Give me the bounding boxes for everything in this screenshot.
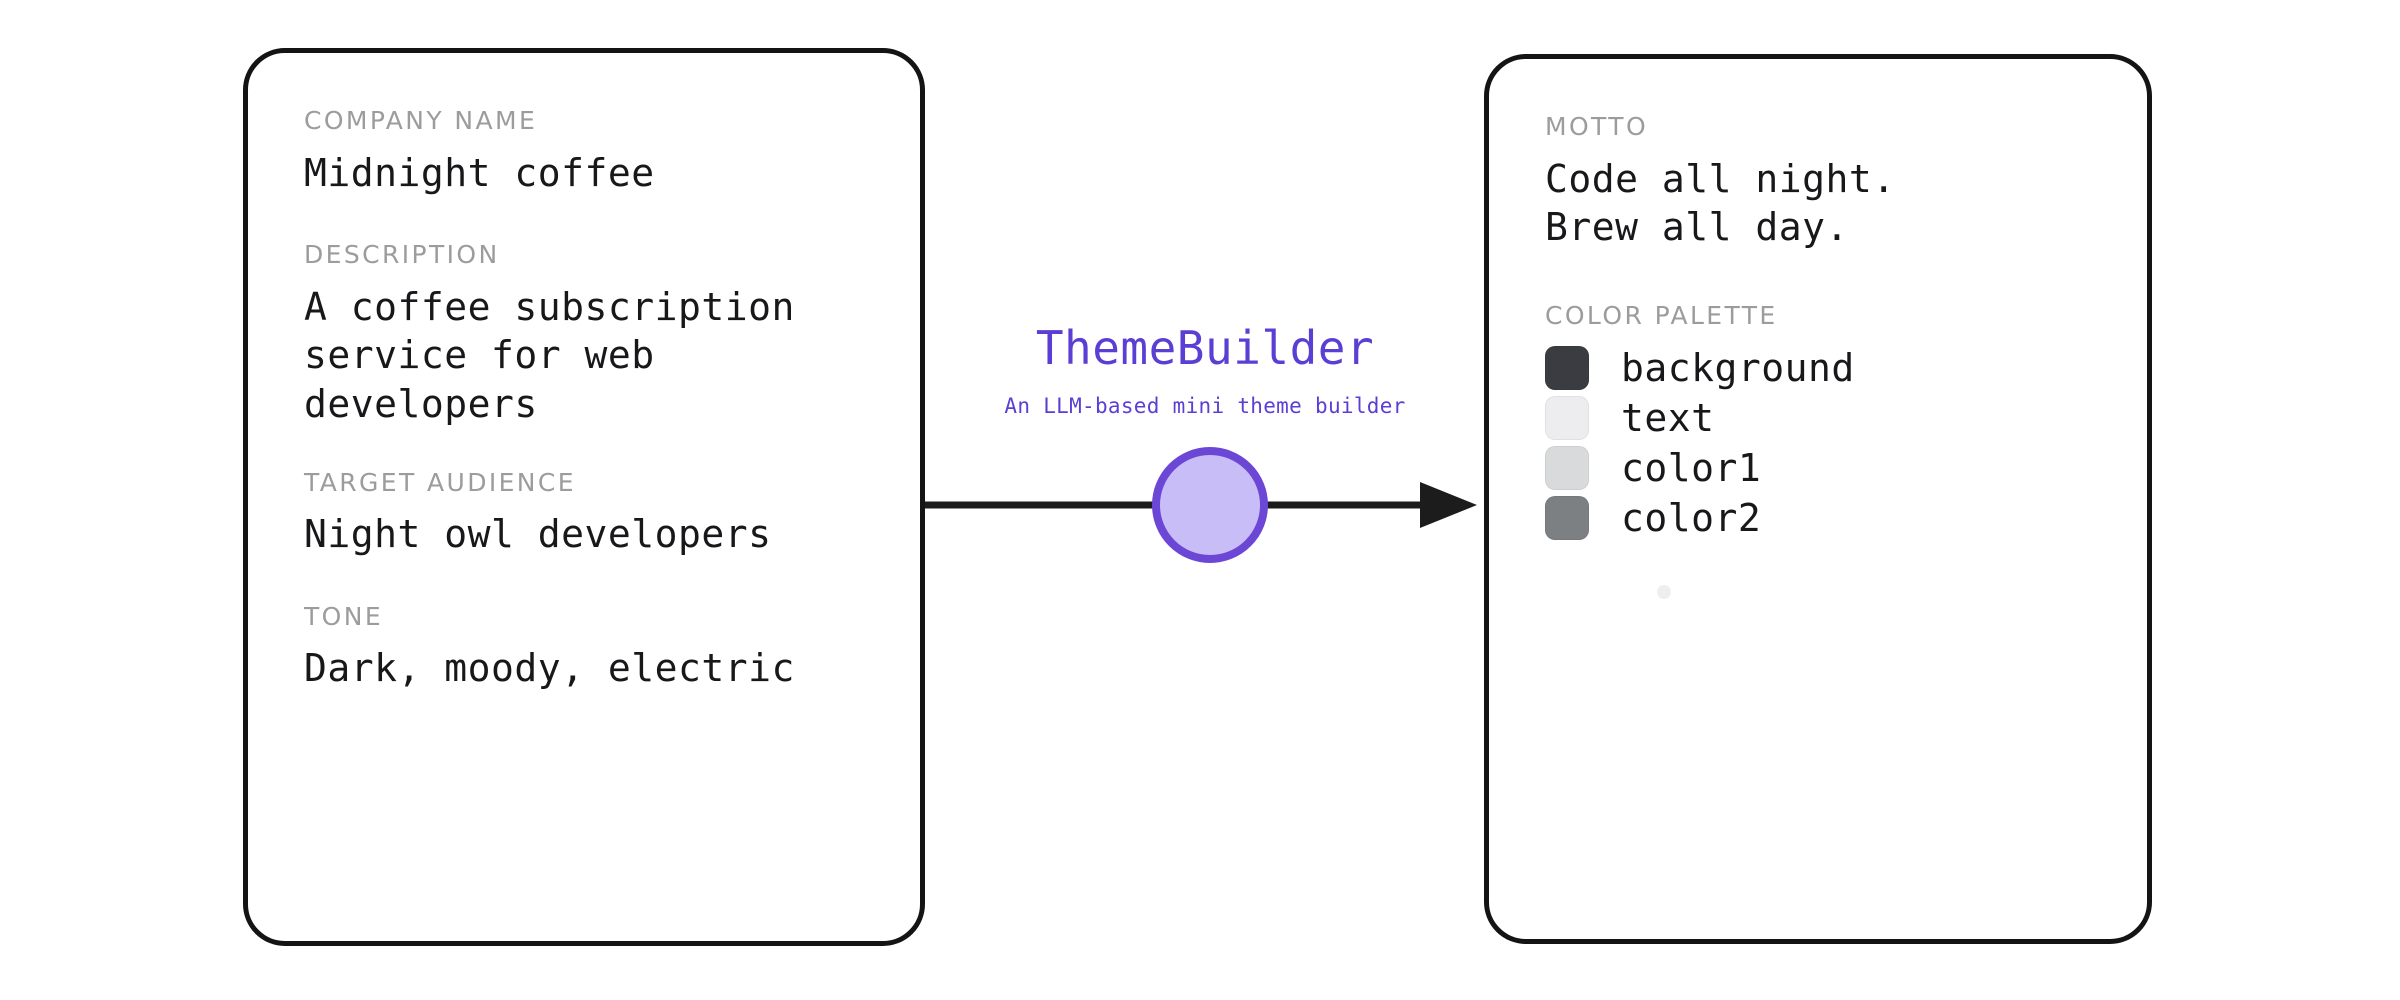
field-value-motto: Code all night. Brew all day. [1545, 156, 1896, 250]
field-description: DESCRIPTION A coffee subscription servic… [304, 241, 864, 428]
field-motto: MOTTO Code all night. Brew all day. [1545, 113, 2091, 252]
field-target-audience: TARGET AUDIENCE Night owl developers [304, 467, 864, 559]
pipeline-node-circle[interactable] [1152, 447, 1268, 563]
color-swatch-label: color2 [1621, 496, 1762, 541]
color-swatch-label: text [1621, 396, 1715, 441]
color-swatch-label: background [1621, 346, 1855, 391]
field-value-description: A coffee subscription service for web de… [304, 284, 795, 426]
field-company-name: COMPANY NAME Midnight coffee [304, 107, 864, 197]
color-palette-list: background text color1 color2 [1545, 343, 2091, 543]
input-brief-card: COMPANY NAME Midnight coffee DESCRIPTION… [243, 48, 925, 946]
field-value-target-audience: Night owl developers [304, 512, 772, 556]
output-card-content: MOTTO Code all night. Brew all day. COLO… [1489, 59, 2147, 939]
palette-row[interactable]: color1 [1545, 443, 2091, 493]
app-title: ThemeBuilder [1035, 321, 1375, 375]
palette-row[interactable]: background [1545, 343, 2091, 393]
field-tone: TONE Dark, moody, electric [304, 603, 864, 693]
color-swatch-color2[interactable] [1545, 496, 1589, 541]
field-label-company-name: COMPANY NAME [304, 106, 538, 135]
field-label-tone: TONE [304, 601, 384, 631]
palette-row[interactable]: color2 [1545, 493, 2091, 543]
color-swatch-text[interactable] [1545, 396, 1589, 441]
app-subtitle: An LLM-based mini theme builder [1004, 394, 1406, 418]
color-swatch-color1[interactable] [1545, 446, 1589, 491]
field-label-color-palette: COLOR PALETTE [1545, 300, 1778, 330]
field-color-palette: COLOR PALETTE background text color1 [1545, 302, 2091, 600]
input-card-content: COMPANY NAME Midnight coffee DESCRIPTION… [248, 53, 920, 941]
field-label-motto: MOTTO [1545, 112, 1649, 141]
palette-trailing-dot [1657, 585, 1671, 600]
field-value-tone: Dark, moody, electric [304, 646, 795, 691]
field-value-company-name: Midnight coffee [304, 150, 655, 195]
output-theme-card: MOTTO Code all night. Brew all day. COLO… [1484, 54, 2152, 944]
field-label-target-audience: TARGET AUDIENCE [304, 467, 576, 497]
color-swatch-background[interactable] [1545, 346, 1589, 391]
palette-row[interactable]: text [1545, 393, 2091, 443]
pipeline-center: ThemeBuilder An LLM-based mini theme bui… [925, 0, 1485, 1000]
field-label-description: DESCRIPTION [304, 240, 500, 270]
color-swatch-label: color1 [1621, 446, 1762, 491]
